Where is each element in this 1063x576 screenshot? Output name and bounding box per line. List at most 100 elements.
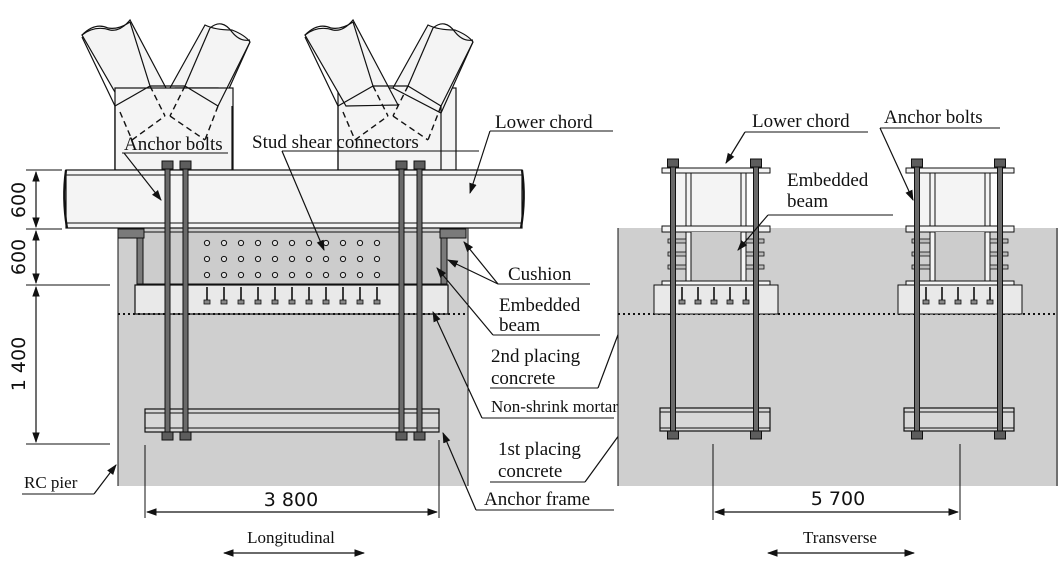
label-non-shrink-mortar: Non-shrink mortar xyxy=(491,397,618,416)
mortar-studs xyxy=(203,287,381,305)
stud-connector xyxy=(220,239,228,247)
stud-connector xyxy=(356,255,364,263)
stud-head xyxy=(710,299,718,305)
stud-connector xyxy=(220,255,228,263)
stud-connector xyxy=(373,239,381,247)
stud-head xyxy=(305,299,313,305)
dim-width-transverse: 5 700 xyxy=(811,488,865,510)
stud-head xyxy=(220,299,228,305)
width-dimension-longitudinal: 3 800 Longitudinal xyxy=(144,440,440,557)
dim-embedded-beam-height: 600 xyxy=(8,239,30,275)
nut xyxy=(994,158,1006,168)
side-stud xyxy=(911,238,931,244)
stud-connector xyxy=(288,255,296,263)
transverse-view: 5 700 Transverse Lower chord Anchor bolt… xyxy=(617,107,1058,557)
web xyxy=(685,172,692,227)
stud-head xyxy=(237,299,245,305)
stud-head xyxy=(954,299,962,305)
web xyxy=(929,231,936,282)
anchor-frame-longitudinal xyxy=(144,408,440,433)
anchor-bolt xyxy=(997,161,1003,438)
stud-connector xyxy=(322,271,330,279)
side-stud xyxy=(667,238,687,244)
side-stud xyxy=(667,264,687,270)
stud-head xyxy=(986,299,994,305)
stud-head xyxy=(288,299,296,305)
stud-connector xyxy=(288,239,296,247)
stud-head xyxy=(938,299,946,305)
stud-head xyxy=(742,299,750,305)
label-anchor-frame: Anchor frame xyxy=(484,489,590,510)
label-embedded-beam-line2-transverse: beam xyxy=(787,191,828,212)
label-first-placing-line2: concrete xyxy=(498,461,562,482)
stud-connector xyxy=(271,239,279,247)
stud-connector xyxy=(339,255,347,263)
anchor-bolt xyxy=(914,161,920,438)
web xyxy=(740,231,747,282)
web xyxy=(984,172,991,227)
stud-connector xyxy=(356,239,364,247)
stud-head xyxy=(356,299,364,305)
stud-connector xyxy=(322,255,330,263)
dim-width-longitudinal: 3 800 xyxy=(264,489,318,511)
stud-connector xyxy=(254,271,262,279)
stud-connector xyxy=(220,271,228,279)
stud-head xyxy=(726,299,734,305)
label-embedded-beam-line1-transverse: Embedded xyxy=(787,170,869,191)
stud-head xyxy=(203,299,211,305)
label-second-placing-line2: concrete xyxy=(491,368,555,389)
stud-head xyxy=(970,299,978,305)
transverse-unit-2 xyxy=(897,158,1023,440)
stud-connector xyxy=(237,239,245,247)
label-second-placing-line1: 2nd placing xyxy=(491,346,581,367)
stud-head xyxy=(271,299,279,305)
stud-connector xyxy=(356,271,364,279)
stud-connector xyxy=(237,271,245,279)
anchor-bolts-longitudinal xyxy=(161,160,426,441)
side-stud xyxy=(911,251,931,257)
stud-connector xyxy=(339,239,347,247)
stud-connector xyxy=(373,271,381,279)
side-stud xyxy=(667,251,687,257)
lower-chord-flange xyxy=(905,167,1015,174)
stud-connector xyxy=(288,271,296,279)
label-embedded-beam-line1: Embedded xyxy=(499,295,581,316)
stud-connector xyxy=(237,255,245,263)
stud-connector xyxy=(305,255,313,263)
anchor-frame xyxy=(903,407,1015,432)
label-cushion: Cushion xyxy=(508,264,572,285)
vertical-dimensions: 600 600 1 400 xyxy=(8,169,110,445)
stud-head xyxy=(322,299,330,305)
stud-head xyxy=(254,299,262,305)
lower-chord-flange xyxy=(661,167,771,174)
label-anchor-bolts-longitudinal: Anchor bolts xyxy=(124,134,223,155)
web xyxy=(685,231,692,282)
nut xyxy=(994,430,1006,440)
stud-connector xyxy=(322,239,330,247)
label-lower-chord-transverse: Lower chord xyxy=(752,111,850,132)
cushion-left xyxy=(117,228,145,239)
anchor-frame xyxy=(659,407,771,432)
anchor-bolt xyxy=(670,161,676,438)
direction-label-longitudinal: Longitudinal xyxy=(247,528,335,547)
stud-connector xyxy=(373,255,381,263)
stud-head xyxy=(373,299,381,305)
stud-head xyxy=(678,299,686,305)
stud-head xyxy=(694,299,702,305)
label-first-placing-line1: 1st placing xyxy=(498,439,581,460)
web xyxy=(984,231,991,282)
width-dimension-transverse: 5 700 Transverse xyxy=(712,444,961,557)
stud-connector xyxy=(203,239,211,247)
dim-anchor-depth: 1 400 xyxy=(8,337,30,391)
stud-connector xyxy=(271,271,279,279)
stud-head xyxy=(339,299,347,305)
stud-connector xyxy=(203,255,211,263)
longitudinal-view: 600 600 1 400 3 800 Longitudinal Anchor … xyxy=(8,18,632,557)
nut xyxy=(667,158,679,168)
stud-head xyxy=(922,299,930,305)
web xyxy=(929,172,936,227)
anchor-bolt xyxy=(753,161,759,438)
nut xyxy=(667,430,679,440)
label-stud-shear-connectors: Stud shear connectors xyxy=(252,132,419,153)
